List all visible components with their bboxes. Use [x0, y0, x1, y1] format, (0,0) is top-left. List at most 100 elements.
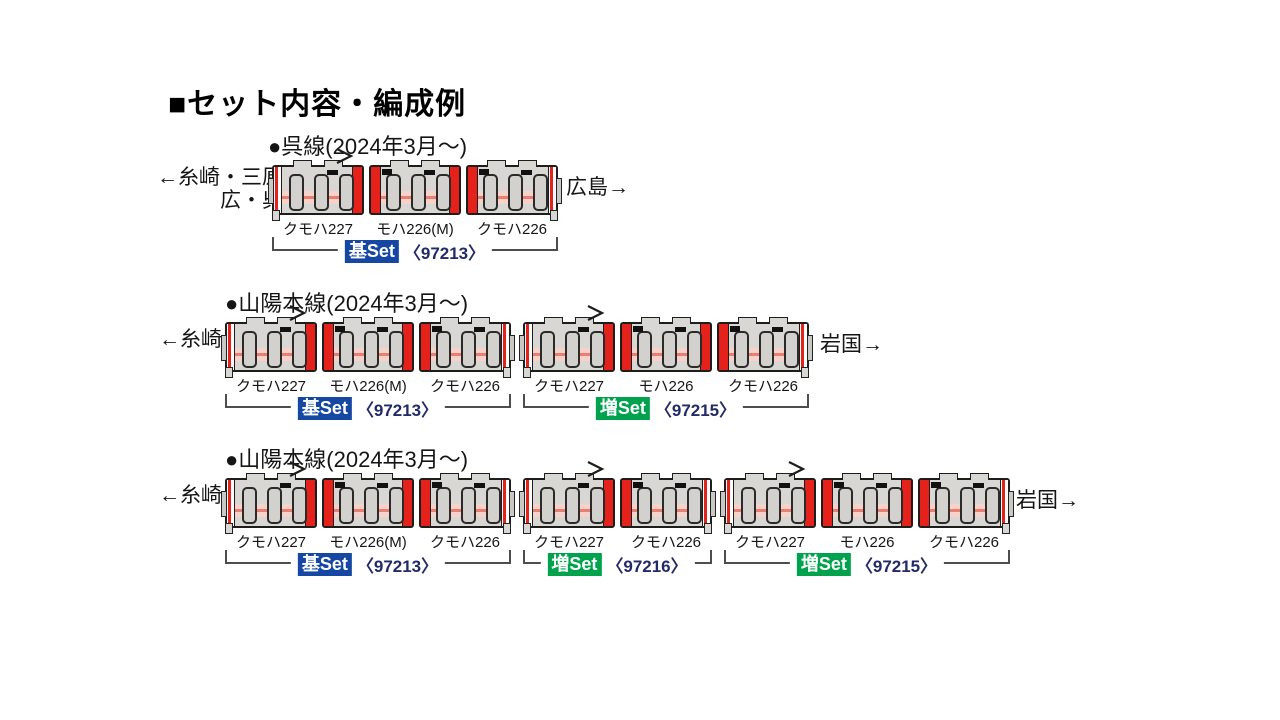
- roof-detail-dash: [973, 483, 984, 488]
- roof-vent: [842, 473, 861, 480]
- car-door: [637, 487, 652, 524]
- set-badge: 増Set: [547, 552, 602, 576]
- page-title: ■セット内容・編成例: [168, 88, 467, 121]
- cab-red-line: [275, 167, 278, 213]
- roof-detail-dash: [521, 170, 532, 175]
- car-end-stripe: [719, 324, 729, 370]
- car-label: クモハ226: [630, 534, 702, 551]
- car-door: [565, 331, 580, 368]
- train-car: [466, 160, 562, 221]
- roof-vent: [471, 317, 490, 324]
- roof-vent: [487, 160, 506, 167]
- set-badge-group: 基Set〈97213〉: [337, 239, 493, 263]
- roof-detail-dash: [474, 483, 485, 488]
- car-door: [637, 331, 652, 368]
- roof-vent: [440, 317, 459, 324]
- car-door: [436, 487, 451, 524]
- cab-red-line: [704, 480, 707, 526]
- car-label: クモハ227: [282, 221, 354, 238]
- set-number: 〈97213〉: [356, 556, 439, 576]
- car-door: [461, 487, 476, 524]
- car-cab-end: [1000, 480, 1008, 526]
- car-step: [550, 210, 558, 221]
- car-door: [483, 174, 498, 211]
- car-label: クモハ226: [928, 534, 1000, 551]
- car-label: クモハ226: [429, 534, 501, 551]
- car-door: [242, 331, 257, 368]
- formation-header: ●山陽本線(2024年3月～): [225, 447, 469, 472]
- car-door: [741, 487, 756, 524]
- roof-vent: [745, 473, 764, 480]
- direction-label-left: ←糸崎: [159, 484, 222, 507]
- car-door: [985, 487, 1000, 524]
- car-door: [590, 331, 605, 368]
- roof-detail-dash: [675, 483, 686, 488]
- set-badge: 基Set: [297, 396, 352, 420]
- set-number: 〈97216〉: [606, 556, 688, 576]
- roof-vent: [575, 473, 594, 480]
- direction-label-right: 広島→: [566, 176, 629, 199]
- roof-detail-dash: [578, 327, 589, 332]
- roof-vent: [641, 317, 660, 324]
- end-detail-box: [834, 482, 844, 488]
- car-end-stripe: [324, 480, 334, 526]
- cab-red-line: [550, 167, 553, 213]
- roof-vent: [390, 160, 409, 167]
- car-door: [960, 487, 975, 524]
- car-step: [1002, 523, 1010, 534]
- car-door: [508, 174, 523, 211]
- direction-label-left: ←糸崎: [159, 328, 222, 351]
- car-end-stripe: [920, 480, 930, 526]
- car-door: [565, 487, 580, 524]
- car-step: [225, 367, 233, 378]
- roof-vent: [939, 473, 958, 480]
- roof-vent: [769, 317, 788, 324]
- car-door: [662, 487, 677, 524]
- car-label: モハ226(M): [329, 534, 407, 551]
- car-step: [503, 367, 511, 378]
- car-door: [759, 331, 774, 368]
- car-door: [386, 174, 401, 211]
- end-detail-box: [432, 326, 442, 332]
- car-label: モハ226: [839, 534, 895, 551]
- cab-red-line: [526, 480, 529, 526]
- pantograph-arrow-icon: [334, 148, 354, 164]
- car-door: [687, 331, 702, 368]
- car-label: クモハ226: [429, 378, 501, 395]
- roof-vent: [641, 473, 660, 480]
- direction-label-right: 岩国→: [1016, 489, 1079, 512]
- car-door: [838, 487, 853, 524]
- car-coupler: [519, 491, 525, 517]
- roof-vent: [277, 317, 296, 324]
- car-end-stripe: [371, 167, 381, 213]
- car-step: [801, 367, 809, 378]
- end-detail-box: [633, 482, 643, 488]
- car-door: [292, 487, 307, 524]
- set-badge-group: 基Set〈97213〉: [290, 552, 446, 576]
- roof-detail-dash: [280, 483, 291, 488]
- car-label: クモハ227: [734, 534, 806, 551]
- train-car: [369, 160, 461, 215]
- cab-red-line: [228, 480, 231, 526]
- set-badge: 増Set: [595, 396, 650, 420]
- pantograph-arrow-icon: [287, 461, 307, 477]
- train-car: [620, 473, 716, 534]
- car-door: [411, 174, 426, 211]
- car-coupler: [221, 335, 227, 361]
- car-door: [436, 331, 451, 368]
- pantograph-arrow-icon: [786, 461, 806, 477]
- set-badge-group: 増Set〈97215〉: [789, 552, 945, 576]
- direction-label-left-line: 広・呉: [220, 189, 283, 212]
- car-step: [724, 523, 732, 534]
- car-door: [486, 487, 501, 524]
- roof-vent: [518, 160, 537, 167]
- train-car: [419, 473, 515, 534]
- train-car: [221, 473, 317, 534]
- car-label: クモハ227: [533, 378, 605, 395]
- car-door: [289, 174, 304, 211]
- car-door: [389, 331, 404, 368]
- train-car: [717, 317, 813, 378]
- roof-vent: [324, 160, 343, 167]
- car-door: [687, 487, 702, 524]
- roof-vent: [672, 317, 691, 324]
